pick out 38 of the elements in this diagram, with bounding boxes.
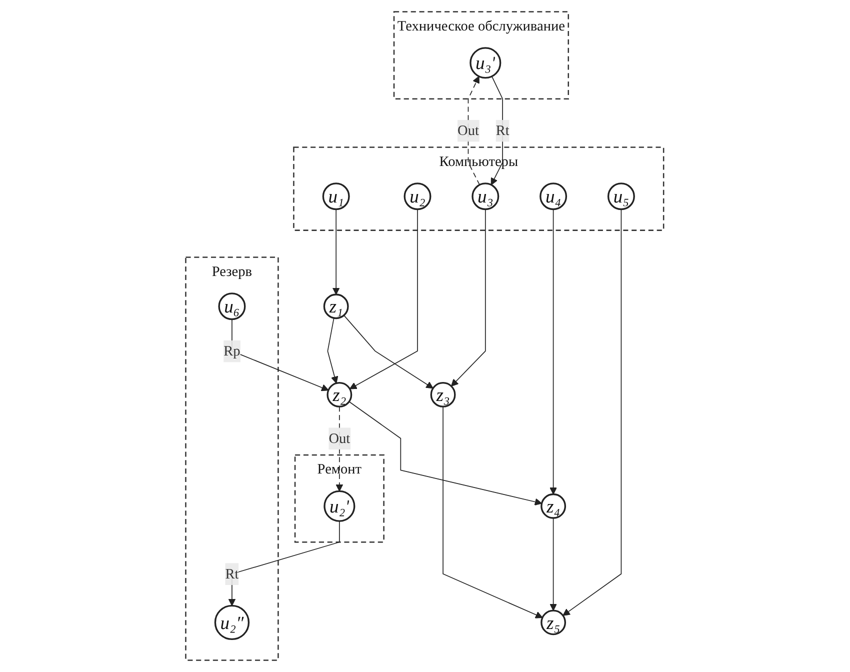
arrow <box>349 401 542 506</box>
node-circle <box>324 490 356 522</box>
node-circle <box>472 182 500 210</box>
cluster <box>394 11 570 100</box>
arrow <box>328 318 338 384</box>
node-circle <box>470 47 502 79</box>
arrow <box>336 406 344 492</box>
arrow <box>562 208 622 616</box>
arrow <box>228 520 340 606</box>
edge-label: Rt <box>496 122 510 138</box>
node-circle <box>322 182 350 210</box>
arrow <box>468 76 480 186</box>
arrow <box>232 318 330 392</box>
node-circle <box>540 493 566 519</box>
edge-label: Rt <box>226 566 240 582</box>
cluster <box>293 146 665 231</box>
node-circle <box>430 382 456 408</box>
node-circle <box>324 294 350 320</box>
arrow <box>442 406 544 618</box>
arrow <box>550 518 558 611</box>
cluster <box>294 454 385 543</box>
arrow <box>550 208 558 495</box>
edge-label: Out <box>458 122 480 138</box>
node-circle <box>540 610 566 636</box>
arrow <box>344 314 434 389</box>
node-circle <box>327 382 352 408</box>
edge-label: Rp <box>224 342 241 359</box>
edge-label: Out <box>329 430 350 446</box>
node-circle <box>540 182 568 210</box>
arrow <box>491 76 504 186</box>
node-circle <box>404 182 432 210</box>
node-circle <box>218 292 246 320</box>
cluster <box>185 256 280 661</box>
arrow <box>451 208 486 387</box>
arrow <box>332 208 340 295</box>
arrow <box>350 208 418 390</box>
node-circle <box>214 604 250 640</box>
node-circle <box>608 182 636 210</box>
